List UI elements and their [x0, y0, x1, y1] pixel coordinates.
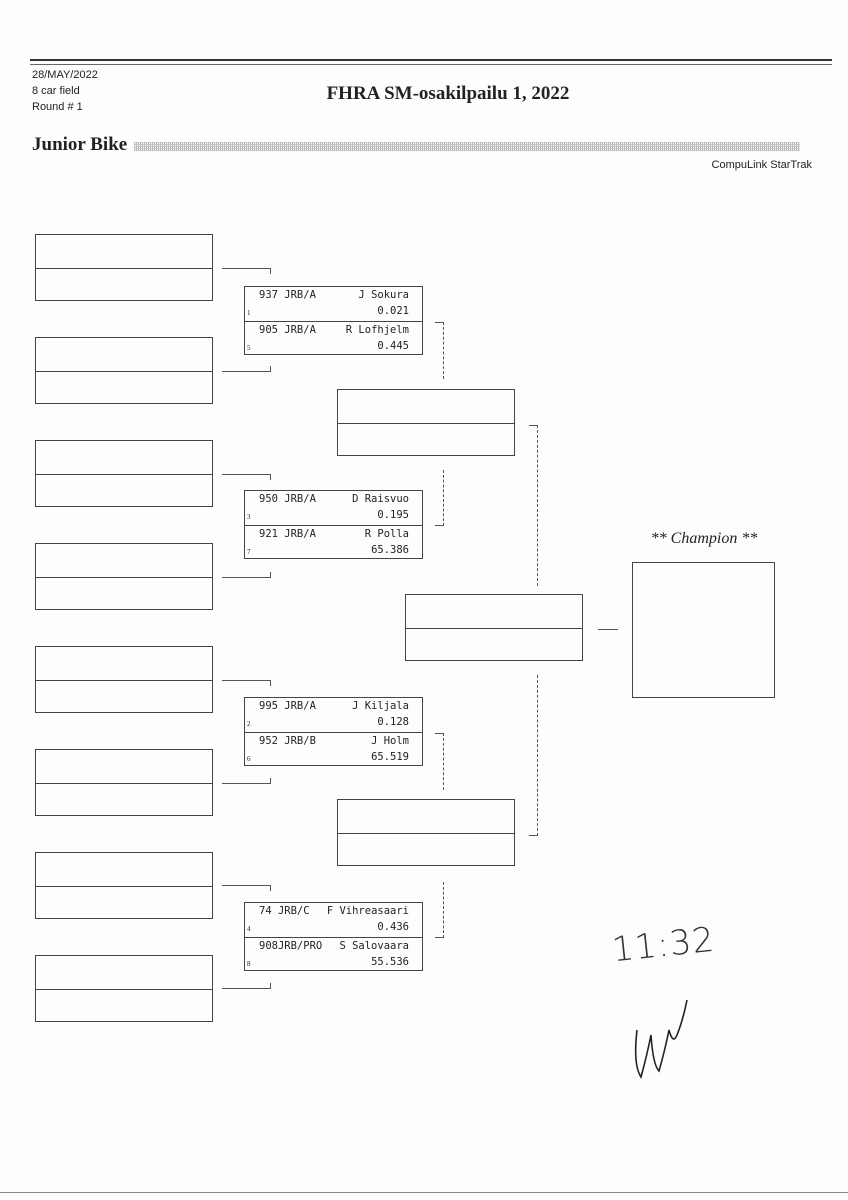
connector: [222, 572, 271, 578]
dashed-connector: [529, 425, 538, 586]
racer-number: 74 JRB/C: [259, 905, 310, 917]
racer-slot: 74 JRB/C F Vihreasaari 4 0.436: [245, 903, 422, 937]
racer-slot: 937 JRB/A J Sokura 1 0.021: [245, 287, 422, 321]
racer-name: S Salovaara: [339, 939, 409, 952]
racer-number: 995 JRB/A: [259, 700, 316, 712]
round-number: Round # 1: [32, 101, 83, 113]
semifinal-box: [337, 799, 515, 866]
seed: 5: [247, 343, 251, 352]
dashed-connector: [435, 470, 444, 526]
racer-slot: 952 JRB/B J Holm 6 65.519: [245, 731, 422, 767]
elapsed-time: 0.445: [377, 339, 409, 352]
final-connector: [598, 629, 618, 630]
elapsed-time: 65.519: [371, 750, 409, 763]
racer-number: 905 JRB/A: [259, 323, 316, 336]
dashed-connector: [529, 675, 538, 836]
lane-box: [35, 234, 213, 301]
lane-box: [35, 646, 213, 713]
dashed-connector: [435, 322, 444, 379]
elapsed-time: 55.536: [371, 955, 409, 968]
champion-box: [632, 562, 775, 698]
racer-name: J Holm: [371, 734, 409, 747]
seed: 2: [247, 720, 251, 728]
matchup-1: 937 JRB/A J Sokura 1 0.021 905 JRB/A R Lofhj…: [244, 286, 423, 355]
elapsed-time: 0.436: [377, 921, 409, 933]
software-credit: CompuLink StarTrak: [711, 159, 812, 171]
class-title: Junior Bike: [32, 134, 128, 155]
racer-name: R Polla: [364, 527, 409, 540]
lane-box: [35, 955, 213, 1022]
racer-slot: 950 JRB/A D Raisvuo 3 0.195: [245, 491, 422, 525]
seed: 1: [247, 309, 251, 317]
signature: [634, 999, 688, 1079]
dashed-connector: [435, 882, 444, 938]
matchup-2: 950 JRB/A D Raisvuo 3 0.195 921 JRB/A R Poll…: [244, 490, 423, 559]
racer-number: 952 JRB/B: [259, 734, 316, 747]
semifinal-box: [337, 389, 515, 456]
racer-slot: 908JRB/PRO S Salovaara 8 55.536: [245, 936, 422, 972]
dashed-connector: [435, 733, 444, 790]
connector: [222, 268, 271, 274]
seed: 7: [247, 547, 251, 556]
racer-number: 937 JRB/A: [259, 289, 316, 301]
racer-number: 908JRB/PRO: [259, 939, 323, 952]
connector: [222, 778, 271, 784]
race-date: 28/MAY/2022: [32, 69, 98, 81]
seed: 4: [247, 925, 251, 933]
racer-number: 950 JRB/A: [259, 493, 316, 505]
connector: [222, 885, 271, 891]
connector: [222, 680, 271, 686]
racer-name: F Vihreasaari: [326, 905, 409, 917]
racer-slot: 995 JRB/A J Kiljala 2 0.128: [245, 698, 422, 732]
seed: 6: [247, 754, 251, 763]
final-box: [405, 594, 583, 661]
header-rule: [30, 59, 832, 65]
lane-box: [35, 543, 213, 610]
connector: [222, 474, 271, 480]
seed: 3: [247, 513, 251, 521]
event-title: FHRA SM-osakilpailu 1, 2022: [326, 83, 570, 104]
lane-box: [35, 852, 213, 919]
racer-number: 921 JRB/A: [259, 527, 316, 540]
footer-rule: [0, 1192, 848, 1193]
seed: 8: [247, 959, 251, 968]
elapsed-time: 0.021: [377, 305, 409, 317]
elapsed-time: 0.195: [377, 509, 409, 521]
title-dotted-fill: [134, 142, 800, 151]
elapsed-time: 0.128: [377, 716, 409, 728]
lane-box: [35, 749, 213, 816]
racer-slot: 905 JRB/A R Lofhjelm 5 0.445: [245, 320, 422, 356]
lane-box: [35, 337, 213, 404]
racer-name: D Raisvuo: [352, 493, 409, 505]
elapsed-time: 65.386: [371, 543, 409, 556]
connector: [222, 983, 271, 989]
connector: [222, 366, 271, 372]
header-info: 28/MAY/2022 8 car field Round # 1: [32, 67, 98, 115]
matchup-4: 74 JRB/C F Vihreasaari 4 0.436 908JRB/PRO S …: [244, 902, 423, 971]
matchup-3: 995 JRB/A J Kiljala 2 0.128 952 JRB/B J Holm…: [244, 697, 423, 766]
field-size: 8 car field: [32, 85, 80, 97]
lane-box: [35, 440, 213, 507]
racer-name: R Lofhjelm: [345, 323, 409, 336]
champion-label: ** Champion **: [650, 530, 758, 547]
racer-name: J Kiljala: [352, 700, 409, 712]
racer-name: J Sokura: [358, 289, 409, 301]
handwritten-time: 11:32: [610, 919, 717, 971]
racer-slot: 921 JRB/A R Polla 7 65.386: [245, 524, 422, 560]
